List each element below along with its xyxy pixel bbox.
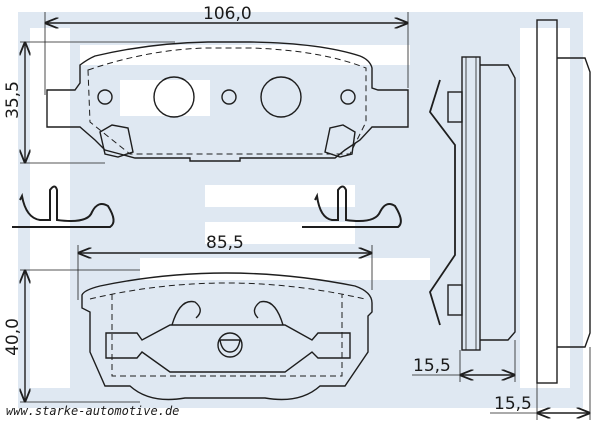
side-view-pad [490,19,591,420]
spring-clip-left [12,185,115,228]
dimension-label-thickness-1: 15,5 [413,356,451,376]
top-brake-pad [46,41,409,162]
watermark-logo [18,12,583,408]
bottom-brake-pad [81,272,373,401]
dimension-bottom-height [20,269,140,403]
dimension-label-bottom-height: 40,0 [2,318,23,356]
dimension-top-width [44,12,409,95]
side-view-pad-with-spring [412,56,516,382]
dimension-label-top-height: 35,5 [2,81,23,119]
website-url: www.starke-automotive.de [6,404,180,418]
dimension-label-top-width: 106,0 [203,4,252,24]
spring-clip-right [302,185,402,228]
dimension-label-thickness-2: 15,5 [494,394,532,414]
dimension-label-bottom-width: 85,5 [206,233,244,253]
dimension-bottom-width [77,245,373,300]
dimension-top-height [20,41,175,164]
